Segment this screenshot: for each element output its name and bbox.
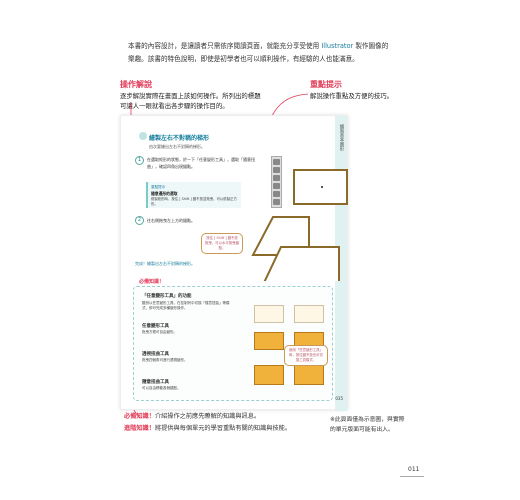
rectangle-example: [293, 169, 348, 205]
callout-operation-title: 操作解說: [120, 80, 152, 89]
known-title: 「任意變形工具」的功能: [142, 294, 192, 299]
intro-paragraph: 本書的內容設計，是讓讀者只需依序閱讀頁面，就能充分享受使用 Illustrato…: [128, 40, 410, 66]
sample-page-number: 035: [335, 396, 343, 401]
tool-panel: [271, 156, 282, 208]
center-point: [321, 186, 323, 188]
k1-text: 拖曳方框可自由變形。: [142, 330, 177, 334]
trapezoid-example: [251, 216, 340, 281]
intro-line1-post: 製作圖像的: [353, 42, 389, 50]
example-box: [294, 305, 324, 323]
sample-page: 繪製基本圖形 繪製左右不對稱的梯形 由次要繪出左右不對稱的梯形。 1 在選取矩形…: [120, 115, 348, 411]
note: ※此頁面僅為示意圖，與實際 的單元版面可能有出入。: [330, 415, 404, 435]
section-title: 繪製左右不對稱的梯形: [149, 135, 210, 142]
step-1-number: 1: [135, 156, 144, 165]
trapezoid-shape: [263, 246, 340, 281]
intro-line1-pre: 本書的內容設計，是讓讀者只需依序閱讀頁面，就能充分享受使用: [128, 42, 322, 50]
tool-icon: [273, 183, 280, 189]
step-2-text: 往右側拖曳左上方的錨點。: [147, 218, 195, 223]
tip-label: 重點提示: [151, 185, 166, 189]
tool-icon: [273, 199, 280, 205]
known-tag: 必備知識！: [139, 279, 165, 285]
done-text: 完成！繪製出左右不對稱的梯形。: [135, 261, 195, 266]
bottom-line-2-highlight: 進階知識！: [124, 425, 155, 432]
example-box: [254, 332, 284, 350]
section-icon: [139, 132, 147, 140]
intro-line2: 樂趣。該書的特色說明，即使是初學者也可以順利操作，有經驗的人也能滿意。: [128, 55, 359, 63]
bottom-line-1: 必備知識！介紹操作之前應先瞭解的知識與訊息。: [124, 411, 260, 422]
tool-icon: [273, 175, 280, 181]
callout-operation-text-1: 逐步解說實際在畫面上該如何操作。所列出的標題: [120, 92, 261, 100]
known-text: 雖然以任意變形工具，在控制列中切換「隨意扭曲」等模式，即可完成多種變形操作。: [142, 301, 230, 310]
bottom-line-2-text: 將提供與每個單元的學習重點有關的知識與技能。: [154, 425, 292, 432]
callout-keypoint-title: 重點提示: [310, 80, 342, 89]
tool-icon: [273, 159, 280, 165]
tip-box: 重點提示 隨意邊形的選取 繪製矩形時，按住 [ Shift ] 鍵不放並拖曳，可…: [146, 182, 241, 208]
k2-title: 透視扭曲工具: [142, 352, 169, 357]
example-box: [294, 365, 324, 385]
k1-title: 任意變形工具: [142, 324, 169, 329]
tip-text: 繪製矩形時，按住 [ Shift ] 鍵不放並拖曳，可以繪製正方形。: [151, 197, 237, 206]
note-line-1: ※此頁面僅為示意圖，與實際: [330, 417, 405, 423]
step-1-text: 在選取矩形的狀態，於一下「任意變形工具」，選取「隨意扭曲」，確認四角出現錨點。: [147, 157, 255, 169]
k3-text: 可以自由移動各個錨點。: [142, 386, 181, 390]
tip-bubble-1: 按住 [ Shift ] 鍵不放拖曳，可以水平拖曳錨點。: [201, 233, 243, 254]
folio: 011: [408, 466, 420, 473]
callout-keypoint-text: 解說操作重點及方便的技巧。: [310, 92, 394, 100]
example-box: [254, 365, 284, 385]
section-subtitle: 由次要繪出左右不對稱的梯形。: [149, 144, 205, 149]
tool-icon: [273, 167, 280, 173]
note-line-2: 的單元版面可能有出入。: [330, 427, 394, 433]
tool-icon: [273, 191, 280, 197]
tip-bubble-2: 使用「任意變形工具」時，按住鍵不放也可切換工具模式。: [284, 345, 328, 366]
example-box: [254, 305, 284, 323]
intro-line1-highlight: Illustrator: [321, 42, 354, 50]
bottom-line-1-text: 介紹操作之前應先瞭解的知識與訊息。: [154, 413, 261, 420]
step-2-number: 2: [135, 216, 144, 225]
k2-text: 拖曳四個角可進行透視變形。: [142, 358, 188, 362]
bottom-line-1-highlight: 必備知識！: [124, 413, 155, 420]
callout-operation-text-2: 可讓人一眼就看出各步驟的操作目的。: [120, 102, 229, 110]
tip-title: 隨意邊形的選取: [151, 191, 178, 196]
bottom-line-2: 進階知識！將提供與每個單元的學習重點有關的知識與技能。: [124, 423, 291, 434]
known-area: 「任意變形工具」的功能 雖然以任意變形工具，在控制列中切換「隨意扭曲」等模式，即…: [133, 286, 333, 401]
folio-line: [400, 476, 424, 477]
side-tab-label: 繪製基本圖形: [339, 124, 344, 151]
k3-title: 隨意扭曲工具: [142, 380, 169, 385]
callout-operation-text: 逐步解說實際在畫面上該如何操作。所列出的標題 可讓人一眼就看出各步驟的操作目的。: [120, 91, 310, 111]
